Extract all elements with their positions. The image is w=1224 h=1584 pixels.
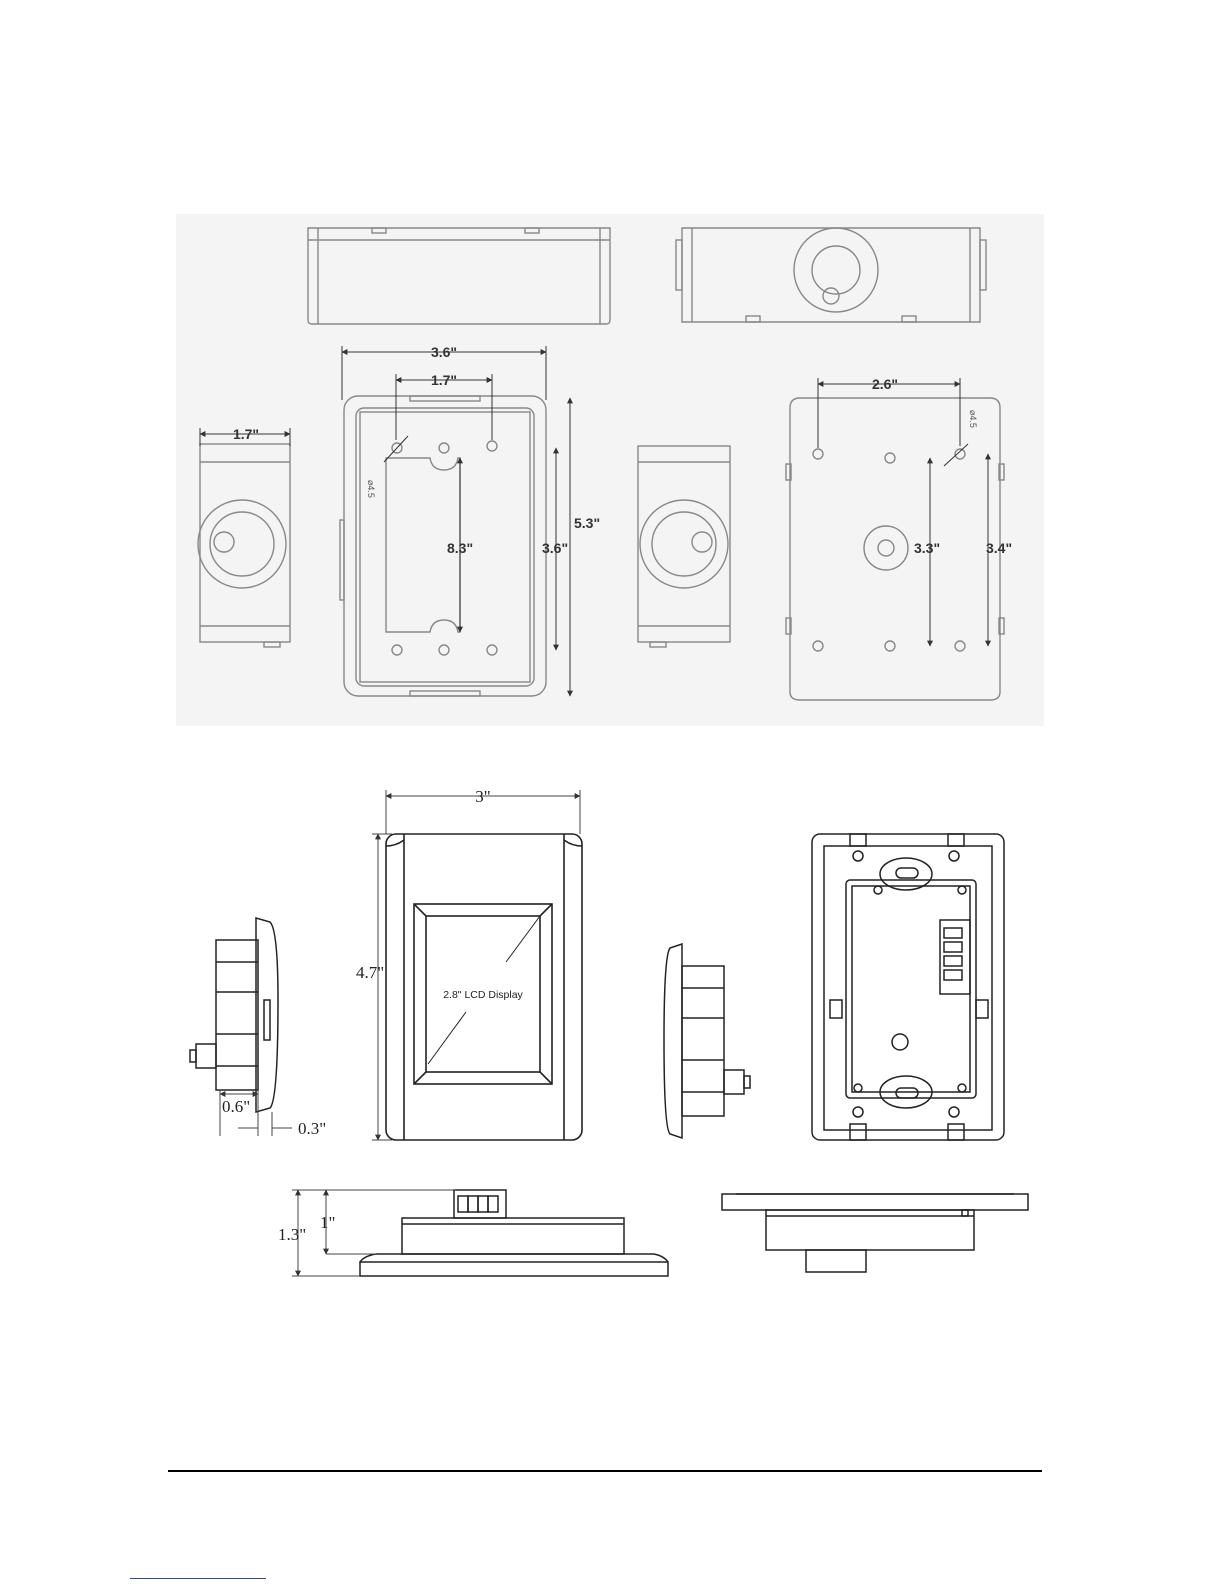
lcd-profile-bottom-right xyxy=(722,1194,1028,1272)
dim-total-depth: 1.3" xyxy=(278,1225,306,1244)
dim-hole-front: ⌀4.5 xyxy=(366,480,376,498)
lcd-display-label: 2.8" LCD Display xyxy=(443,989,523,1001)
footer-link-underline xyxy=(130,1578,266,1579)
dim-front-inner-height: 3.6" xyxy=(542,540,568,556)
dim-plate-depth: 0.3" xyxy=(298,1119,326,1138)
dim-back-inner-height: 3.3" xyxy=(914,540,940,556)
lcd-front-view xyxy=(386,834,582,1140)
dim-center-span: 8.3" xyxy=(447,540,473,556)
lcd-back-view xyxy=(812,834,1004,1140)
dim-front-width: 3.6" xyxy=(431,344,457,360)
lcd-side-view-left xyxy=(190,918,278,1112)
lower-drawing: 2.8" LCD Display xyxy=(190,787,1028,1276)
dim-side-depth: 0.6" xyxy=(222,1097,250,1116)
lower-dimension-lines xyxy=(220,790,580,1276)
dim-side-width: 1.7" xyxy=(233,426,259,442)
lcd-profile-bottom-left xyxy=(360,1190,668,1276)
dim-body-depth: 1" xyxy=(320,1213,335,1232)
dim-back-width: 2.6" xyxy=(872,376,898,392)
upper-drawing-panel: 3.6" 1.7" 5.3" 3.6" 8.3" ⌀4.5 1.7" 2.6" … xyxy=(176,214,1044,726)
dim-lcd-width: 3" xyxy=(475,787,490,806)
dim-front-height: 5.3" xyxy=(574,515,600,531)
lcd-side-view-right xyxy=(664,944,750,1138)
dim-lcd-height: 4.7" xyxy=(356,963,384,982)
dim-front-inner-width: 1.7" xyxy=(431,372,457,388)
footer-rule xyxy=(168,1470,1042,1472)
dim-hole-back: ⌀4.5 xyxy=(968,410,978,428)
dim-back-height: 3.4" xyxy=(986,540,1012,556)
